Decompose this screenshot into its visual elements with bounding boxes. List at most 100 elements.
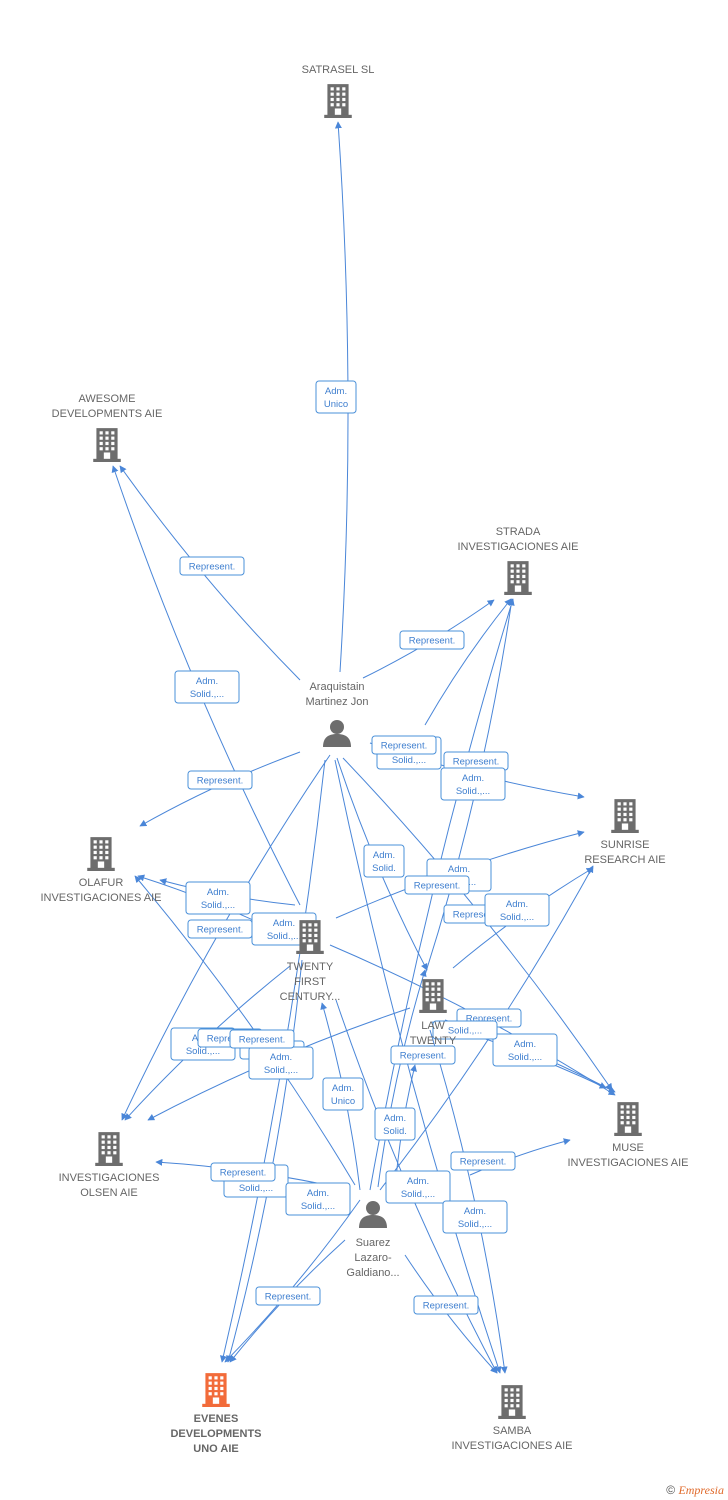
relation-edge xyxy=(404,1254,498,1374)
relation-label-text: Represent. xyxy=(239,1035,285,1046)
copyright-icon: © xyxy=(666,1483,676,1497)
node-lawtwenty[interactable]: LAW TWENTY xyxy=(410,979,457,1047)
node-label: UNO AIE xyxy=(193,1443,238,1455)
node-label: OLSEN AIE xyxy=(80,1187,137,1199)
relation-label-text: Solid.,... xyxy=(186,1046,220,1057)
relation-label[interactable]: Adm.Solid.,... xyxy=(248,1046,314,1080)
building-icon xyxy=(87,837,115,871)
node-label: SATRASEL SL xyxy=(302,64,375,76)
node-label: TWENTY xyxy=(410,1035,457,1047)
relation-edge xyxy=(224,1199,361,1363)
node-twentyfirst[interactable]: TWENTYFIRSTCENTURY... xyxy=(280,920,341,1003)
building-icon xyxy=(504,561,532,595)
relation-label-text: Adm. xyxy=(464,1206,486,1217)
building-icon xyxy=(95,1132,123,1166)
relation-label[interactable]: Represent. xyxy=(210,1162,276,1182)
brand-logo[interactable]: Empresia xyxy=(678,1483,724,1497)
relation-label-text: Solid.,... xyxy=(190,689,224,700)
relation-label-text: Solid.,... xyxy=(401,1189,435,1200)
relation-label[interactable]: Adm. Solid.,... xyxy=(285,1182,351,1216)
relation-edge xyxy=(429,1029,508,1374)
building-icon xyxy=(202,1373,230,1407)
building-icon xyxy=(498,1385,526,1419)
relation-label-text: Solid.,... xyxy=(448,1026,482,1037)
relation-label-text: Represent. xyxy=(414,881,460,892)
relation-label-text: Represent. xyxy=(189,562,235,573)
node-label: Araquistain xyxy=(309,681,364,693)
relation-label[interactable]: Adm.Solid.,... xyxy=(492,1033,558,1067)
relation-label[interactable]: Solid.,... xyxy=(432,1020,498,1040)
relation-label-text: Solid.,... xyxy=(264,1065,298,1076)
relation-label-text: Adm. xyxy=(384,1113,406,1124)
node-label: Suarez xyxy=(356,1237,391,1249)
node-label: INVESTIGACIONES AIE xyxy=(40,892,161,904)
relation-edge xyxy=(424,598,512,726)
relation-label[interactable]: Represent. xyxy=(443,751,509,771)
node-label: SUNRISE xyxy=(601,839,650,851)
relation-label[interactable]: Adm.Solid.,... xyxy=(484,893,550,927)
relation-label[interactable]: Represent. xyxy=(229,1029,295,1049)
node-label: LAW xyxy=(421,1020,445,1032)
relation-label-text: Solid. xyxy=(383,1126,407,1137)
relation-label-text: Adm. xyxy=(307,1188,329,1199)
node-satrasel[interactable]: SATRASEL SL xyxy=(302,64,375,118)
relation-label[interactable]: Adm. Solid. xyxy=(363,844,405,878)
relation-label-text: Represent. xyxy=(197,776,243,787)
relation-label[interactable]: Represent. xyxy=(404,875,470,895)
relation-label-text: Represent. xyxy=(460,1157,506,1168)
relation-label[interactable]: Adm.Solid.,... xyxy=(440,767,506,801)
relation-label[interactable]: Adm.Unico xyxy=(322,1077,364,1111)
relation-label[interactable]: Represent. xyxy=(390,1045,456,1065)
relation-label-text: Represent. xyxy=(453,757,499,768)
edge-labels-layer: Adm.UnicoRepresent.Represent.Adm.Solid.,… xyxy=(170,380,558,1315)
person-icon xyxy=(359,1201,387,1228)
relation-label[interactable]: Adm.Solid.,... xyxy=(442,1200,508,1234)
relation-label[interactable]: Adm. Solid. xyxy=(374,1107,416,1141)
relation-label-text: Solid.,... xyxy=(392,755,426,766)
relation-label[interactable]: Represent. xyxy=(371,735,437,755)
relation-label-text: Represent. xyxy=(265,1292,311,1303)
relation-label-text: Adm. xyxy=(273,918,295,929)
relation-label[interactable]: Adm.Solid.,... xyxy=(185,881,251,915)
relation-label-text: Adm. xyxy=(196,676,218,687)
relation-label[interactable]: Represent. xyxy=(413,1295,479,1315)
node-label: Galdiano... xyxy=(346,1267,399,1279)
relation-edge xyxy=(134,875,356,1186)
relation-label[interactable]: Represent. xyxy=(179,556,245,576)
relation-edge xyxy=(226,959,303,1363)
relation-label-text: Adm. xyxy=(207,887,229,898)
relation-label[interactable]: Adm. Solid.,... xyxy=(174,670,240,704)
node-label: EVENES xyxy=(194,1413,239,1425)
relation-label-text: Represent. xyxy=(197,925,243,936)
relation-label-text: Solid.,... xyxy=(500,912,534,923)
relation-label[interactable]: Represent. xyxy=(187,770,253,790)
relation-edge xyxy=(334,759,502,1374)
relation-label-text: Solid. xyxy=(372,863,396,874)
node-label: Lazaro- xyxy=(354,1252,392,1264)
edges-layer xyxy=(111,121,616,1374)
node-label: MUSE xyxy=(612,1142,644,1154)
relation-label[interactable]: Represent. xyxy=(187,919,253,939)
relation-edge xyxy=(377,969,427,1188)
building-icon xyxy=(296,920,324,954)
relation-label[interactable]: Adm.Solid.,... xyxy=(385,1170,451,1204)
relation-label-text: Solid.,... xyxy=(301,1201,335,1212)
node-label: DEVELOPMENTS AIE xyxy=(52,408,163,420)
relation-label[interactable]: Represent. xyxy=(450,1151,516,1171)
relation-label[interactable]: Adm.Unico xyxy=(315,380,357,414)
relation-label-text: Adm. xyxy=(373,850,395,861)
node-label: CENTURY... xyxy=(280,991,341,1003)
relation-label[interactable]: Represent. xyxy=(399,630,465,650)
relation-label-text: Adm. xyxy=(332,1083,354,1094)
relation-label[interactable]: Represent. xyxy=(255,1286,321,1306)
